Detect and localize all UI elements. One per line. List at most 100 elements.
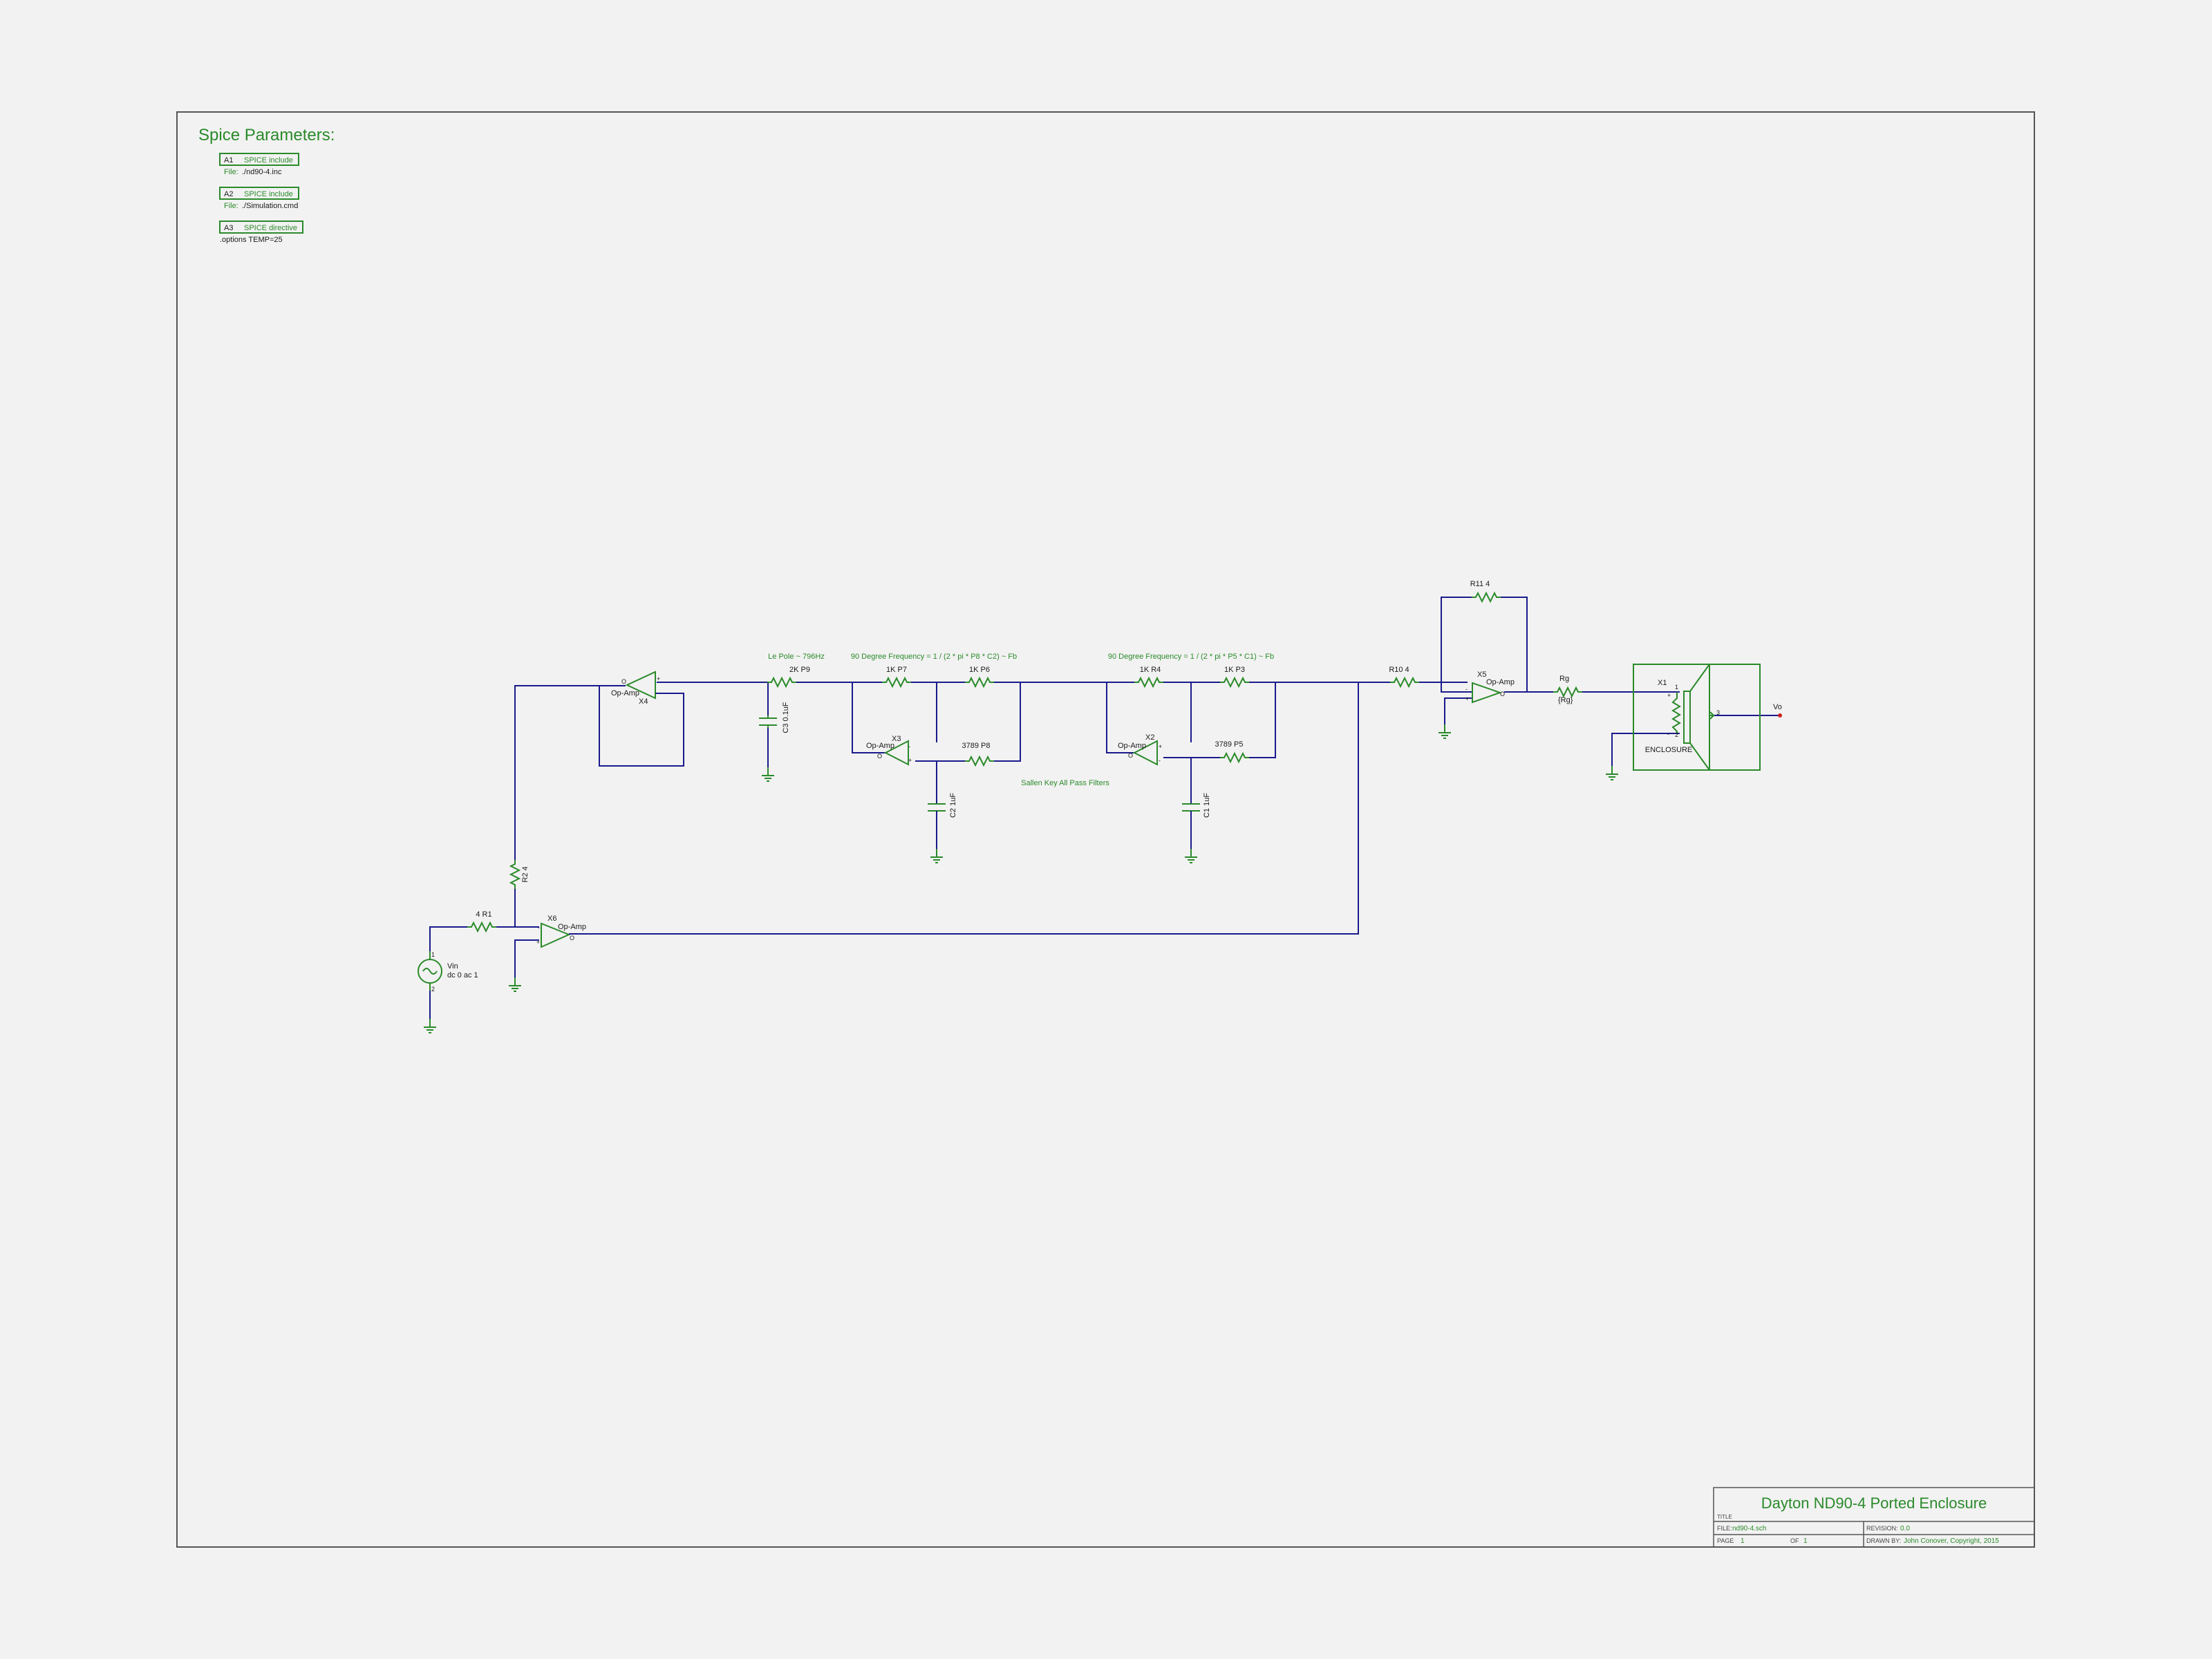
drawing-title: Dayton ND90-4 Ported Enclosure (1761, 1494, 1987, 1512)
spice-directive-a3[interactable]: A3 SPICE directive .options TEMP=25 (219, 221, 303, 244)
svg-text:1K P6: 1K P6 (969, 666, 990, 674)
ground-x6 (508, 977, 522, 992)
resistor-p9[interactable]: 2K P9 (767, 666, 810, 687)
svg-text:Op-Amp: Op-Amp (1486, 678, 1515, 686)
svg-text:-: - (1667, 731, 1669, 738)
svg-text:O: O (1128, 752, 1133, 759)
resistor-r1[interactable]: 4 R1 (467, 910, 497, 932)
annotation-sallen-key: Sallen Key All Pass Filters (1021, 779, 1109, 787)
resistor-p3[interactable]: 1K P3 (1219, 666, 1250, 687)
svg-text:+: + (1667, 692, 1671, 699)
svg-text:Op-Amp: Op-Amp (611, 689, 639, 697)
annotation-freq1: 90 Degree Frequency = 1 / (2 * pi * P8 *… (851, 653, 1017, 661)
enclosure-x1[interactable]: X1 1 + - 2 3 ENCLOSURE (1633, 664, 1761, 771)
svg-text:X6: X6 (547, 915, 556, 923)
voltage-source-vin[interactable]: 1 2 Vin dc 0 ac 1 (418, 951, 478, 993)
svg-text:SPICE include: SPICE include (244, 156, 293, 165)
output-node-vo[interactable]: Vo (1773, 703, 1782, 718)
resistor-r2[interactable]: R2 4 (510, 859, 529, 890)
wires (429, 597, 1780, 1019)
spice-parameters: Spice Parameters: A1 SPICE include File:… (198, 126, 335, 244)
spice-include-a2[interactable]: A2 SPICE include File: ./Simulation.cmd (219, 187, 299, 210)
svg-text:3: 3 (1716, 709, 1720, 716)
svg-text:R11 4: R11 4 (1470, 580, 1490, 588)
sheet-border (176, 111, 2035, 1548)
svg-text:-: - (538, 924, 540, 931)
svg-text:X4: X4 (639, 697, 648, 706)
svg-text:0.0: 0.0 (1900, 1525, 1910, 1533)
capacitor-c3[interactable]: C3 0.1uF (759, 702, 790, 782)
svg-text:ENCLOSURE: ENCLOSURE (1645, 746, 1692, 754)
svg-text:+: + (908, 757, 912, 764)
svg-text:Rg: Rg (1559, 675, 1569, 683)
title-block: Dayton ND90-4 Ported Enclosure TITLE FIL… (1713, 1487, 2035, 1548)
svg-text:{Rg}: {Rg} (1558, 696, 1573, 704)
svg-text:OF: OF (1790, 1537, 1799, 1544)
svg-text:O: O (1500, 691, 1505, 697)
svg-text:2: 2 (1675, 731, 1678, 738)
svg-text:SPICE directive: SPICE directive (244, 224, 297, 232)
opamp-x6[interactable]: X6 Op-Amp O - + (536, 915, 586, 948)
svg-text:3789 P5: 3789 P5 (1215, 740, 1244, 749)
opamp-x3[interactable]: X3 Op-Amp O - + (866, 735, 912, 766)
svg-text:+: + (657, 675, 660, 682)
svg-text:O: O (621, 678, 626, 685)
svg-text:DRAWN BY:: DRAWN BY: (1866, 1537, 1901, 1544)
svg-text:Vo: Vo (1773, 703, 1782, 711)
svg-text:REVISION:: REVISION: (1866, 1525, 1898, 1532)
opamp-x4[interactable]: + - O Op-Amp X4 (611, 671, 660, 706)
svg-text:FILE:: FILE: (1717, 1525, 1732, 1532)
svg-text:C3 0.1uF: C3 0.1uF (782, 702, 790, 733)
ground-x5 (1438, 724, 1452, 739)
svg-text:2: 2 (431, 986, 435, 993)
svg-text:A2: A2 (224, 190, 233, 198)
svg-text:X1: X1 (1658, 679, 1667, 687)
svg-text:X2: X2 (1145, 733, 1154, 742)
resistor-r4[interactable]: 1K R4 (1134, 666, 1164, 687)
opamp-x2[interactable]: X2 Op-Amp O + - (1118, 733, 1162, 766)
ground-x1 (1605, 765, 1619, 780)
svg-text:O: O (570, 935, 574, 941)
svg-text:PAGE: PAGE (1717, 1537, 1734, 1544)
svg-text:O: O (877, 753, 882, 760)
resistor-r10[interactable]: R10 4 (1389, 666, 1420, 687)
svg-text:3789 P8: 3789 P8 (962, 742, 991, 750)
svg-text:A1: A1 (224, 156, 233, 165)
svg-text:R10 4: R10 4 (1389, 666, 1409, 674)
svg-text:Op-Amp: Op-Amp (866, 742, 894, 750)
svg-text:-: - (908, 743, 910, 750)
svg-text:1K R4: 1K R4 (1140, 666, 1161, 674)
svg-text:Vin: Vin (447, 962, 458, 971)
svg-text:Op-Amp: Op-Amp (558, 923, 586, 931)
resistor-p7[interactable]: 1K P7 (881, 666, 912, 687)
opamp-x5[interactable]: X5 Op-Amp O - + (1465, 671, 1515, 704)
annotation-le-pole: Le Pole ~ 796Hz (768, 653, 825, 661)
svg-text:File:: File: (224, 202, 238, 210)
spice-include-a1[interactable]: A1 SPICE include File: ./nd90-4.inc (219, 153, 299, 176)
svg-text:TITLE: TITLE (1717, 1514, 1732, 1520)
svg-text:dc 0 ac 1: dc 0 ac 1 (447, 971, 478, 980)
svg-text:+: + (1465, 695, 1469, 702)
svg-text:R2 4: R2 4 (521, 866, 529, 882)
svg-text:X3: X3 (892, 735, 901, 743)
svg-text:-: - (1159, 757, 1161, 764)
svg-text:-: - (1465, 686, 1468, 693)
svg-text:1: 1 (1741, 1537, 1745, 1545)
annotation-freq2: 90 Degree Frequency = 1 / (2 * pi * P5 *… (1108, 653, 1274, 661)
capacitor-c2[interactable]: C2 1uF (928, 793, 957, 863)
svg-text:File:: File: (224, 168, 238, 176)
resistor-p8[interactable]: 3789 P8 (962, 742, 995, 766)
svg-text:SPICE include: SPICE include (244, 190, 293, 198)
ground-vin (423, 1018, 437, 1033)
svg-text:X5: X5 (1477, 671, 1486, 679)
resistor-rg[interactable]: Rg {Rg} (1553, 675, 1583, 704)
svg-text:1: 1 (1675, 684, 1678, 691)
svg-text:./nd90-4.inc: ./nd90-4.inc (242, 168, 282, 176)
capacitor-c1[interactable]: C1 1uF (1182, 793, 1211, 863)
svg-text:nd90-4.sch: nd90-4.sch (1732, 1525, 1766, 1533)
resistor-p5[interactable]: 3789 P5 (1215, 740, 1250, 762)
svg-text:+: + (1159, 743, 1162, 750)
resistor-r11[interactable]: R11 4 (1470, 580, 1501, 602)
resistor-p6[interactable]: 1K P6 (964, 666, 995, 687)
